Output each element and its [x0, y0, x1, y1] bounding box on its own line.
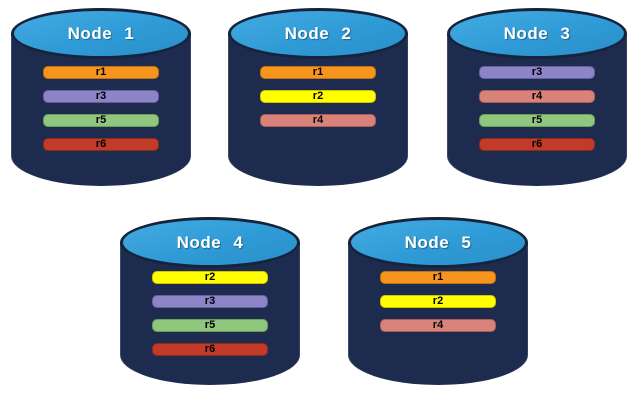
replica-list: r1 r2 r4: [228, 66, 408, 127]
node-cylinder: Node 4 r2 r3 r5 r6: [120, 217, 300, 385]
replica-bar: r6: [43, 138, 159, 151]
cylinder-top-ellipse: Node 1: [11, 8, 191, 59]
replica-label: r2: [432, 295, 444, 307]
replica-bar: r3: [479, 66, 595, 79]
replica-label: r6: [204, 343, 216, 355]
replica-list: r2 r3 r5 r6: [120, 271, 300, 356]
replica-list: r1 r3 r5 r6: [11, 66, 191, 151]
node-cylinder: Node 3 r3 r4 r5 r6: [447, 8, 627, 186]
replica-bar: r5: [43, 114, 159, 127]
replica-bar: r2: [380, 295, 496, 308]
cylinder-top-ellipse: Node 5: [348, 217, 528, 268]
replica-label: r4: [312, 114, 324, 126]
replica-bar: r3: [43, 90, 159, 103]
replica-label: r2: [312, 90, 324, 102]
replica-bar: r3: [152, 295, 268, 308]
node-label: Node 2: [284, 23, 352, 43]
replica-bar: r1: [380, 271, 496, 284]
replica-label: r1: [95, 66, 107, 78]
replica-label: r4: [432, 319, 444, 331]
node-cylinder: Node 1 r1 r3 r5 r6: [11, 8, 191, 186]
node-label: Node 1: [67, 23, 135, 43]
node-cylinder: Node 2 r1 r2 r4: [228, 8, 408, 186]
replica-label: r5: [204, 319, 216, 331]
replica-label: r6: [95, 138, 107, 150]
replica-bar: r1: [260, 66, 376, 79]
replica-label: r1: [312, 66, 324, 78]
cylinder-top-ellipse: Node 4: [120, 217, 300, 268]
replica-label: r6: [531, 138, 543, 150]
replica-label: r5: [95, 114, 107, 126]
replica-label: r4: [531, 90, 543, 102]
replica-bar: r2: [152, 271, 268, 284]
replica-list: r1 r2 r4: [348, 271, 528, 332]
replica-bar: r5: [479, 114, 595, 127]
replica-label: r3: [95, 90, 107, 102]
replica-bar: r1: [43, 66, 159, 79]
cylinder-top-ellipse: Node 3: [447, 8, 627, 59]
replica-bar: r5: [152, 319, 268, 332]
replica-label: r5: [531, 114, 543, 126]
node-label: Node 5: [404, 232, 472, 252]
replica-bar: r4: [479, 90, 595, 103]
replica-bar: r4: [380, 319, 496, 332]
replica-list: r3 r4 r5 r6: [447, 66, 627, 151]
replica-label: r3: [531, 66, 543, 78]
replica-bar: r4: [260, 114, 376, 127]
cylinder-top-ellipse: Node 2: [228, 8, 408, 59]
replica-label: r3: [204, 295, 216, 307]
node-cylinder: Node 5 r1 r2 r4: [348, 217, 528, 385]
replica-label: r1: [432, 271, 444, 283]
node-label: Node 4: [176, 232, 244, 252]
replica-bar: r2: [260, 90, 376, 103]
node-label: Node 3: [503, 23, 571, 43]
replica-bar: r6: [152, 343, 268, 356]
replica-label: r2: [204, 271, 216, 283]
replica-bar: r6: [479, 138, 595, 151]
